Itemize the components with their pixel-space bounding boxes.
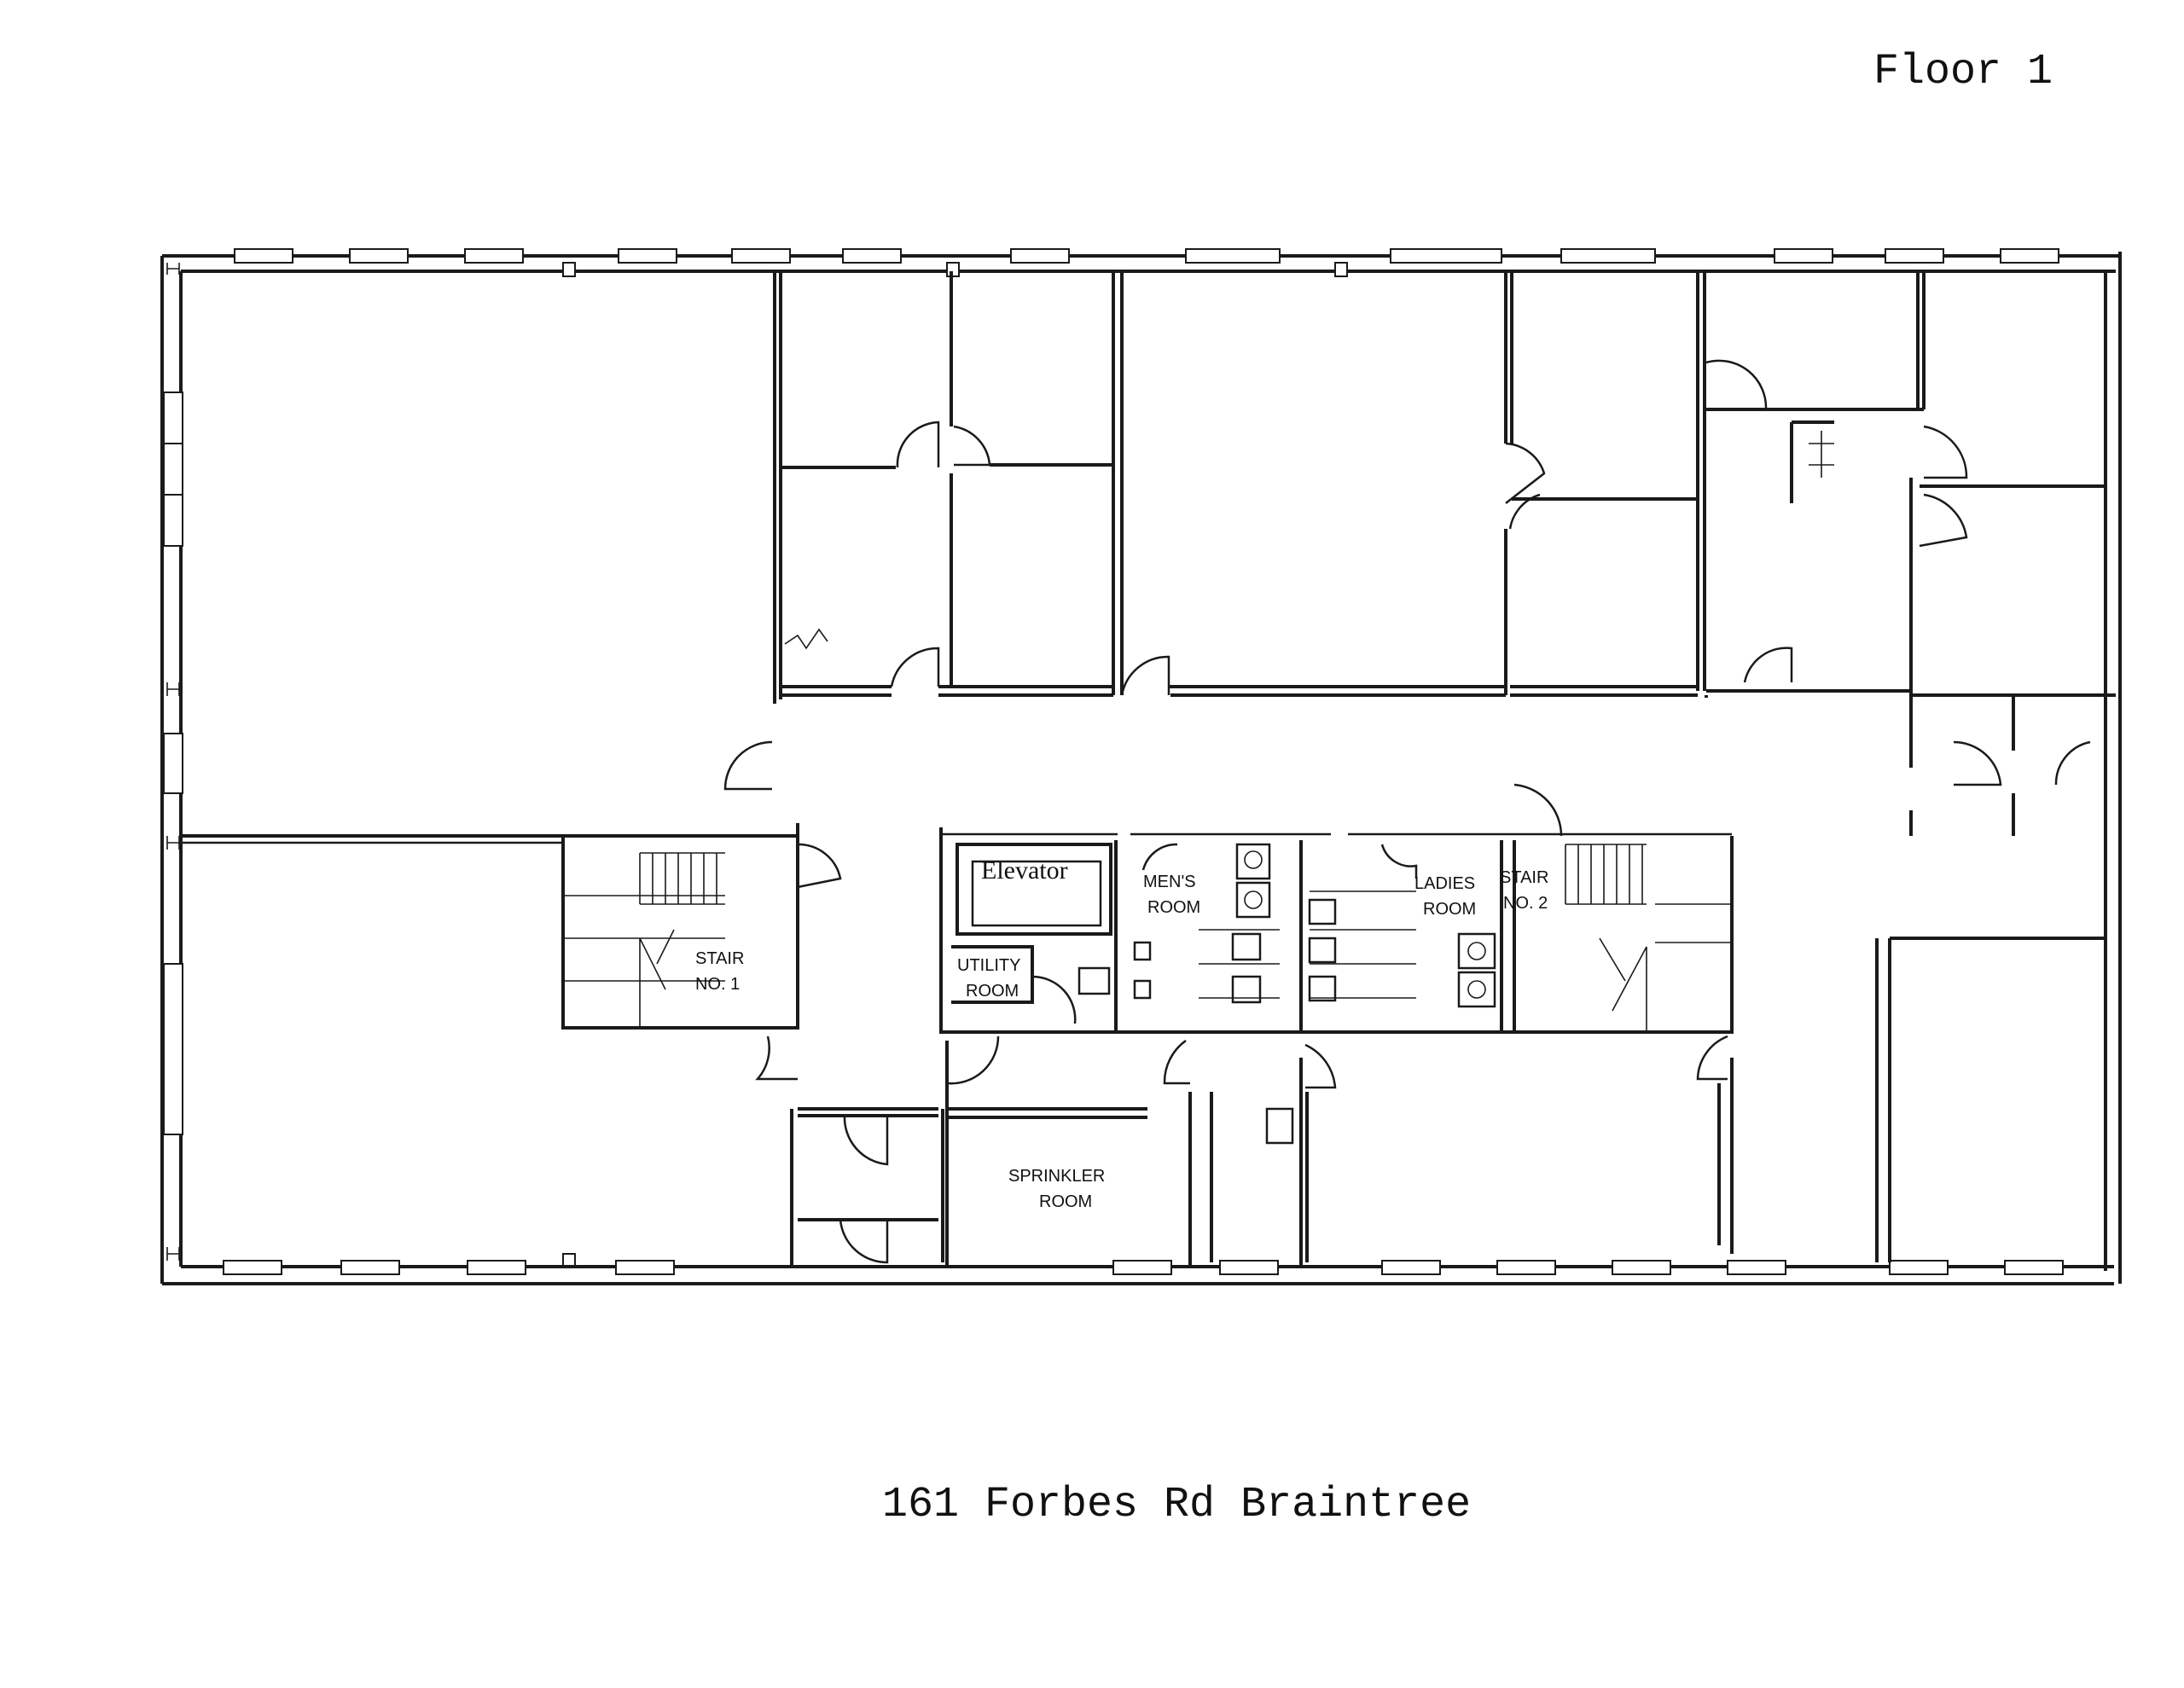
floor-label: Floor 1 [1873,48,2053,96]
mens-room-label-1: MEN'S [1143,873,1196,891]
south-rooms [798,937,2107,1267]
address-caption: 161 Forbes Rd Braintree [882,1481,1472,1529]
top-windows [234,248,2059,277]
ladies-room-label-1: LADIES [1414,874,1475,893]
ladies-room-label-2: ROOM [1423,900,1476,919]
stair-1-label-1: STAIR [695,949,744,968]
sprinkler-room-label-1: SPRINKLER [1008,1167,1105,1186]
left-windows [163,392,183,1135]
bottom-windows [223,1253,2064,1275]
west-rooms [181,271,799,1267]
elevator-label: Elevator [981,856,1068,885]
room-labels: Elevator MEN'S ROOM LADIES ROOM STAIR NO… [695,856,1548,1211]
sprinkler-room-label-2: ROOM [1039,1192,1092,1211]
northeast-offices [1705,271,2116,836]
stair-2-label-1: STAIR [1500,868,1548,887]
utility-room-label-1: UTILITY [957,956,1020,975]
stair-1 [561,834,842,1030]
stair-2-label-2: NO. 2 [1503,894,1548,913]
stair-1-label-2: NO. 1 [695,975,740,994]
north-offices [781,271,1706,697]
utility-room-label-2: ROOM [966,982,1019,1001]
mens-room-label-2: ROOM [1147,898,1200,917]
exterior-walls [160,252,2122,1285]
core-block [939,783,1734,1034]
